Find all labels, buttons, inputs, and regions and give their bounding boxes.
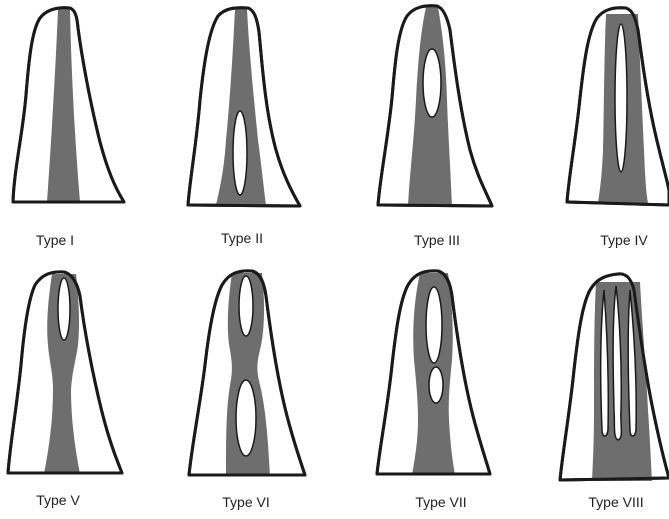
- canal-split-coronal: [239, 276, 253, 336]
- tooth-type-4: [567, 8, 669, 205]
- canal-split-apical: [236, 380, 256, 456]
- caption-type-8: Type VIII: [588, 494, 643, 510]
- caption-type-5: Type V: [36, 492, 80, 508]
- canal-split-apical: [429, 367, 443, 403]
- tooth-type-1: [13, 8, 124, 202]
- tooth-type-5: [8, 272, 122, 474]
- tooth-type-2: [188, 8, 300, 206]
- caption-type-6: Type VI: [222, 494, 269, 510]
- canal-split: [58, 278, 70, 340]
- caption-type-3: Type III: [414, 232, 460, 248]
- caption-type-1: Type I: [36, 232, 74, 248]
- canal-split-coronal: [426, 287, 442, 363]
- caption-type-7: Type VII: [415, 494, 466, 510]
- tooth-type-8: [560, 274, 669, 481]
- canal-split: [233, 111, 247, 195]
- tooth-type-6: [189, 271, 305, 476]
- tooth-type-3: [378, 6, 492, 206]
- caption-type-2: Type II: [221, 230, 263, 246]
- tooth-type-7: [377, 271, 490, 475]
- caption-type-4: Type IV: [600, 232, 647, 248]
- canal-split: [615, 24, 627, 172]
- canal-split: [423, 49, 441, 117]
